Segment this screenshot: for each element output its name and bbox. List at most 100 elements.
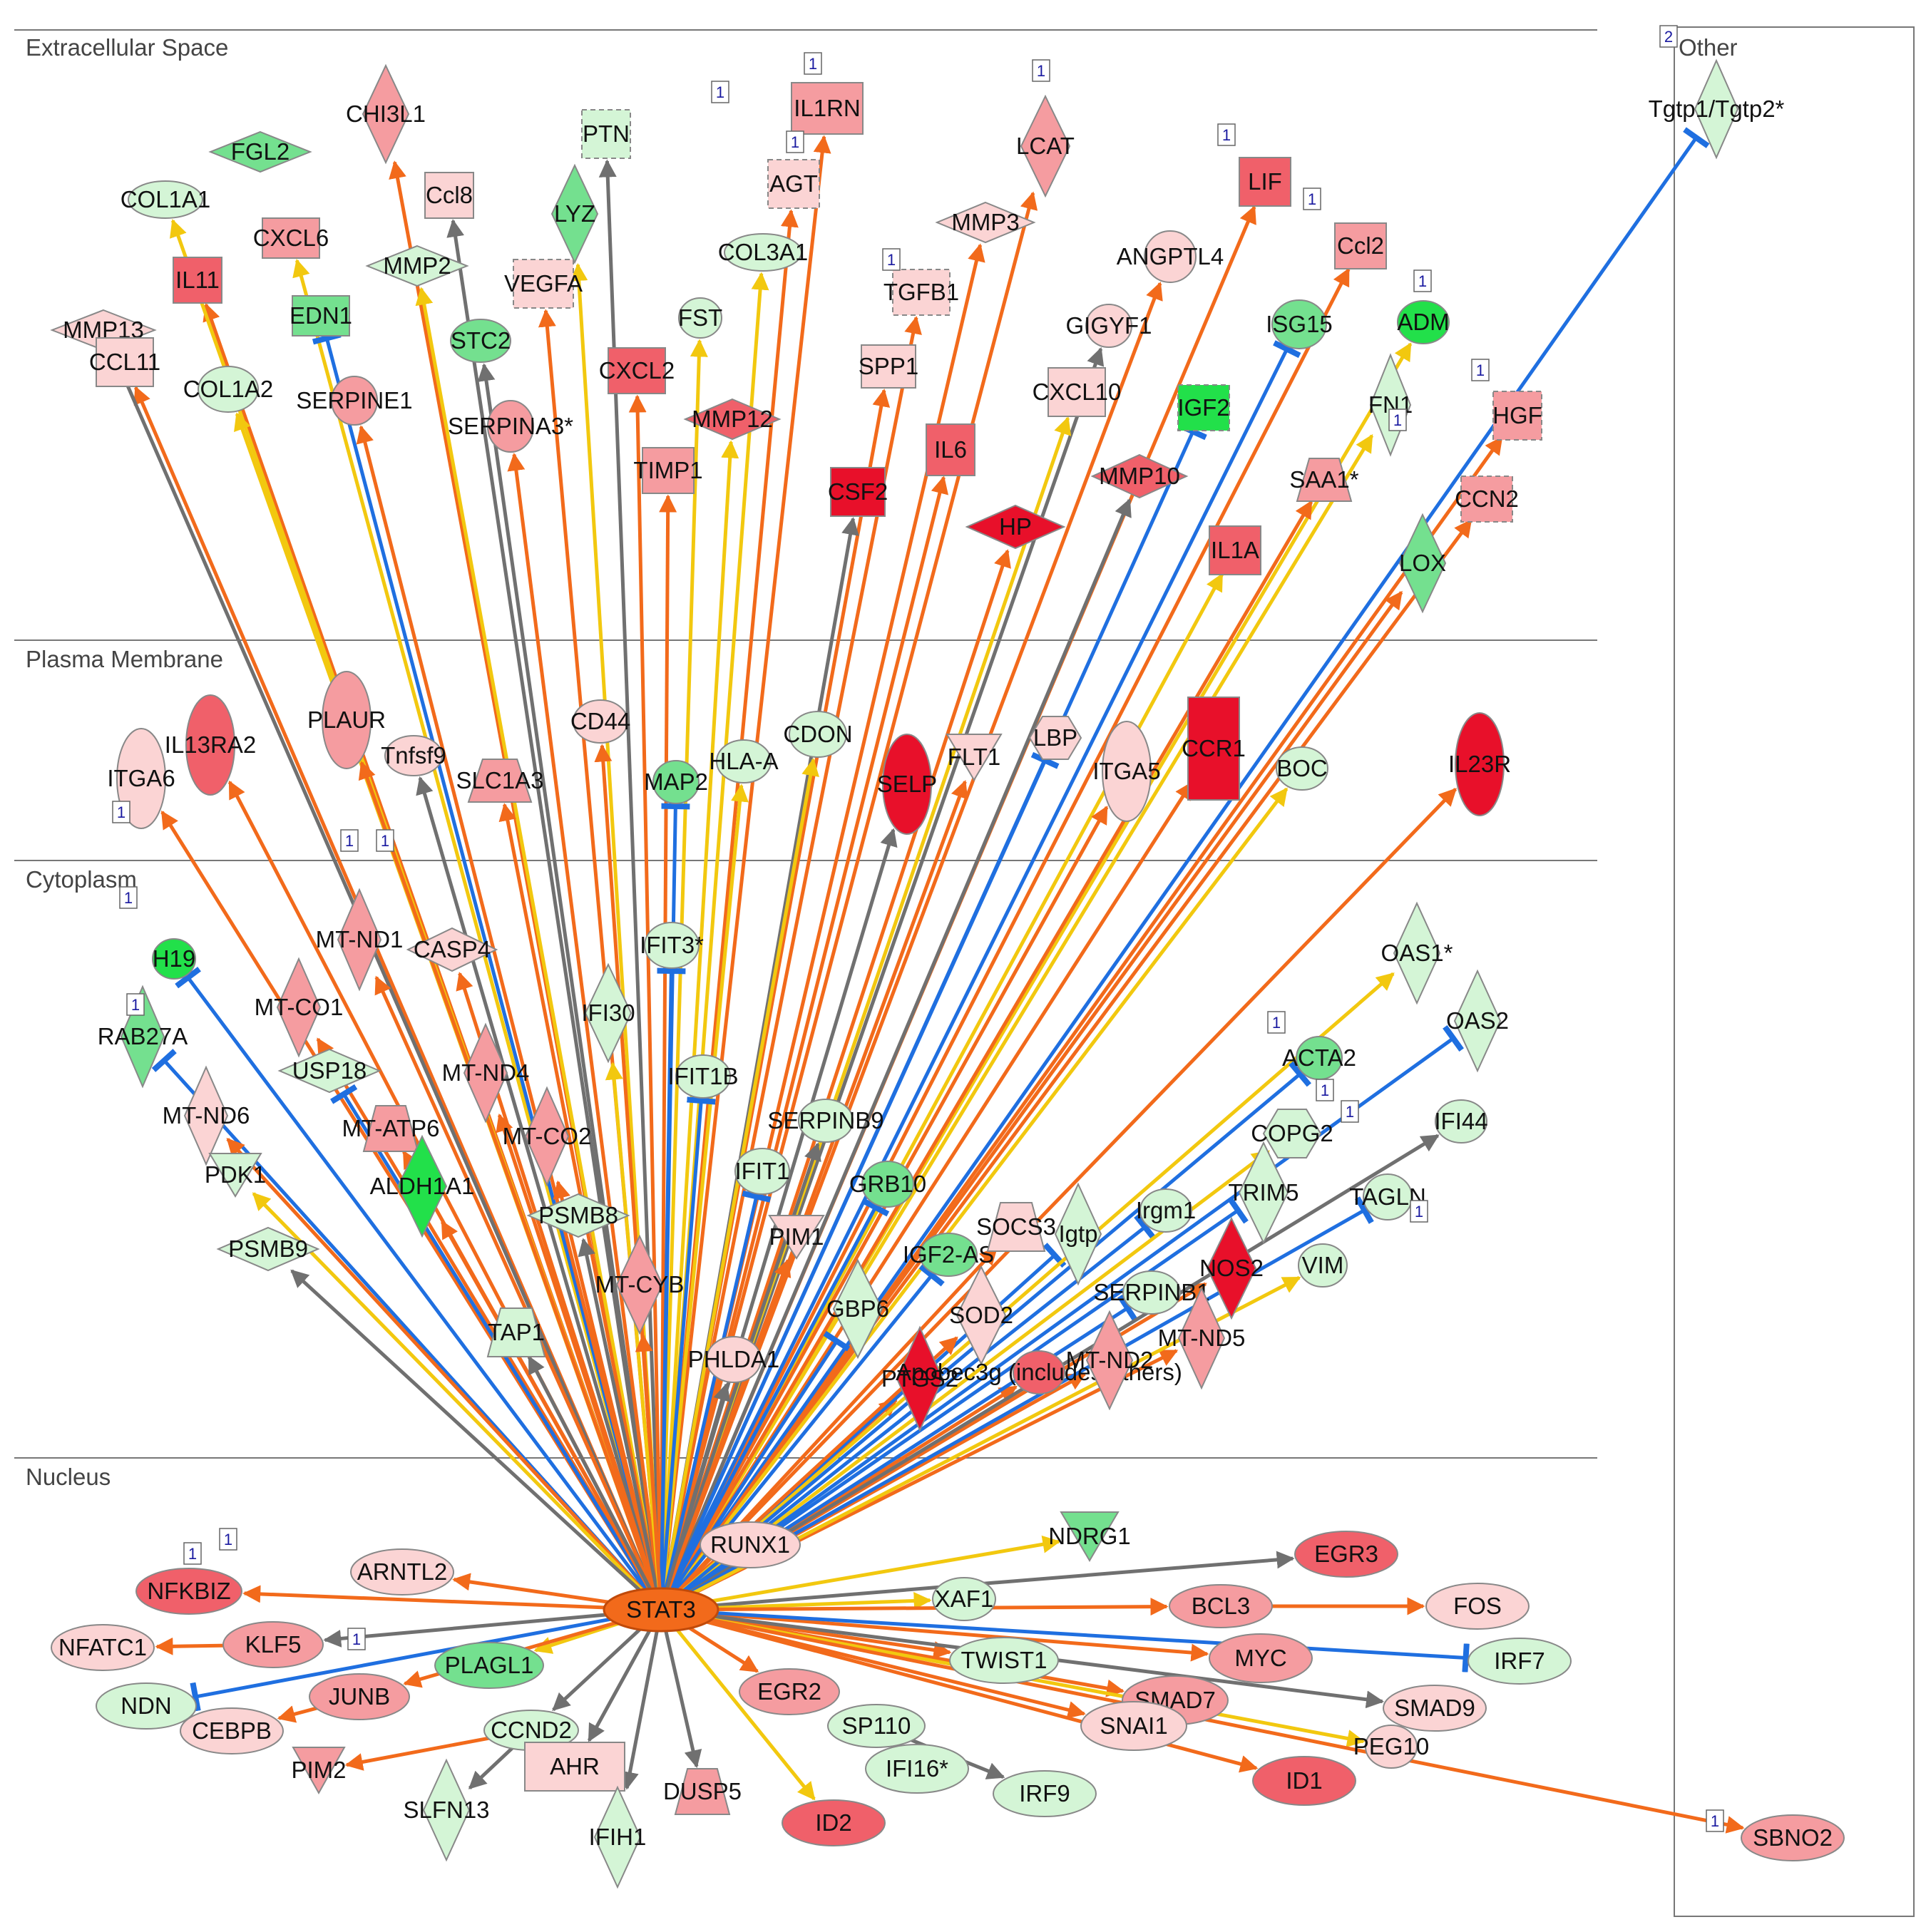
node-tnfsf9[interactable]: Tnfsf9 — [381, 735, 446, 776]
node-adm[interactable]: ADM — [1397, 300, 1450, 344]
node-stc2[interactable]: STC2 — [450, 319, 511, 363]
node-slc1a3[interactable]: SLC1A3 — [456, 759, 544, 803]
node-il6[interactable]: IL6 — [926, 423, 975, 476]
node-cxcl6[interactable]: CXCL6 — [253, 217, 329, 259]
node-fn1[interactable]: FN1 — [1368, 353, 1413, 457]
node-snai1[interactable]: SNAI1 — [1080, 1701, 1187, 1751]
node-gigyf1[interactable]: GIGYF1 — [1065, 304, 1152, 348]
node-agt[interactable]: AGT — [767, 159, 820, 209]
node-ifih1[interactable]: IFIH1 — [589, 1785, 647, 1889]
node-ccr1[interactable]: CCR1 — [1182, 697, 1246, 801]
node-boc[interactable]: BOC — [1276, 746, 1328, 791]
node-myc[interactable]: MYC — [1209, 1633, 1313, 1683]
node-igf2-as[interactable]: IGF2-AS — [903, 1233, 994, 1277]
node-chi3l1[interactable]: CHI3L1 — [346, 63, 426, 165]
node-tgtp[interactable]: Tgtp1/Tgtp2* — [1649, 58, 1785, 160]
node-col3a1[interactable]: COL3A1 — [718, 233, 809, 272]
node-hp[interactable]: HP — [965, 504, 1066, 550]
node-klf5[interactable]: KLF5 — [222, 1621, 324, 1668]
node-ccl11[interactable]: CCL11 — [89, 337, 160, 387]
node-twist1[interactable]: TWIST1 — [949, 1637, 1059, 1684]
node-map2[interactable]: MAP2 — [644, 760, 708, 804]
node-acta2[interactable]: ACTA2 — [1282, 1036, 1356, 1080]
node-psmb9[interactable]: PSMB9 — [216, 1226, 320, 1272]
node-il1rn[interactable]: IL1RN — [791, 82, 864, 135]
node-fst[interactable]: FST — [678, 297, 722, 339]
node-cebpb[interactable]: CEBPB — [180, 1707, 284, 1754]
node-ifi44[interactable]: IFI44 — [1434, 1099, 1488, 1144]
node-lyz[interactable]: LYZ — [550, 163, 599, 264]
node-il1a[interactable]: IL1A — [1209, 525, 1261, 575]
node-lbp[interactable]: LBP — [1028, 716, 1082, 760]
node-mmp2[interactable]: MMP2 — [365, 245, 469, 287]
node-lcat[interactable]: LCAT — [1016, 94, 1075, 198]
node-mt-nd1[interactable]: MT-ND1 — [316, 888, 404, 992]
node-pdk1[interactable]: PDK1 — [205, 1153, 266, 1198]
node-il23r[interactable]: IL23R — [1448, 712, 1511, 816]
node-mmp10[interactable]: MMP10 — [1090, 453, 1189, 499]
node-mmp12[interactable]: MMP12 — [683, 398, 782, 441]
node-igf2[interactable]: IGF2 — [1177, 384, 1230, 431]
node-mt-cyb[interactable]: MT-CYB — [595, 1234, 685, 1335]
node-egr2[interactable]: EGR2 — [739, 1668, 840, 1715]
node-psmb8[interactable]: PSMB8 — [526, 1193, 630, 1238]
node-tgfb1[interactable]: TGFB1 — [883, 269, 959, 316]
node-serpinb9[interactable]: SERPINB9 — [767, 1099, 884, 1143]
node-edn1[interactable]: EDN1 — [290, 295, 352, 336]
node-col1a2[interactable]: COL1A2 — [183, 366, 274, 413]
node-serpine1[interactable]: SERPINE1 — [296, 376, 413, 426]
node-oas1[interactable]: OAS1* — [1381, 901, 1453, 1005]
node-apobec3g[interactable]: Apobec3g (includes others) — [896, 1350, 1182, 1394]
node-slfn13[interactable]: SLFN13 — [403, 1758, 490, 1862]
node-cd44[interactable]: CD44 — [570, 699, 630, 744]
node-ccn2[interactable]: CCN2 — [1455, 476, 1519, 523]
node-sp110[interactable]: SP110 — [827, 1704, 926, 1748]
node-irgm1[interactable]: Irgm1 — [1136, 1188, 1196, 1233]
node-cxcl10[interactable]: CXCL10 — [1033, 367, 1122, 417]
node-ifit1[interactable]: IFIT1 — [734, 1148, 790, 1195]
node-ifi16[interactable]: IFI16* — [865, 1744, 969, 1794]
node-ahr[interactable]: AHR — [524, 1742, 625, 1792]
node-dusp5[interactable]: DUSP5 — [663, 1768, 742, 1815]
node-nos2[interactable]: NOS2 — [1199, 1216, 1264, 1320]
node-mt-co1[interactable]: MT-CO1 — [255, 957, 344, 1058]
node-phlda1[interactable]: PHLDA1 — [688, 1336, 779, 1383]
node-mt-nd2[interactable]: MT-ND2 — [1066, 1310, 1154, 1411]
node-nfatc1[interactable]: NFATC1 — [51, 1624, 155, 1671]
node-grb10[interactable]: GRB10 — [849, 1161, 926, 1208]
node-hla-a[interactable]: HLA-A — [709, 739, 779, 783]
node-xaf1[interactable]: XAF1 — [932, 1577, 996, 1621]
node-il13ra2[interactable]: IL13RA2 — [165, 694, 256, 796]
node-junb[interactable]: JUNB — [309, 1673, 410, 1720]
node-gbp6[interactable]: GBP6 — [826, 1258, 889, 1360]
node-mt-nd6[interactable]: MT-ND6 — [163, 1065, 250, 1166]
node-ifi30[interactable]: IFI30 — [581, 962, 635, 1064]
node-egr3[interactable]: EGR3 — [1294, 1531, 1398, 1578]
node-ifit1b[interactable]: IFIT1B — [667, 1054, 739, 1099]
node-smad9[interactable]: SMAD9 — [1383, 1685, 1487, 1732]
node-fgl2[interactable]: FGL2 — [208, 130, 312, 173]
node-pim1[interactable]: PIM1 — [768, 1215, 825, 1260]
node-col1a1[interactable]: COL1A1 — [121, 180, 211, 219]
node-oas2[interactable]: OAS2 — [1446, 969, 1509, 1073]
node-cxcl2[interactable]: CXCL2 — [599, 347, 675, 394]
node-il11[interactable]: IL11 — [173, 257, 222, 304]
node-isg15[interactable]: ISG15 — [1266, 299, 1333, 349]
node-angptl4[interactable]: ANGPTL4 — [1117, 230, 1224, 283]
node-ccl2[interactable]: Ccl2 — [1334, 222, 1387, 269]
node-hgf[interactable]: HGF — [1492, 391, 1542, 441]
node-ndrg1[interactable]: NDRG1 — [1048, 1511, 1131, 1562]
node-tagln[interactable]: TAGLN — [1349, 1173, 1426, 1221]
node-bcl3[interactable]: BCL3 — [1169, 1584, 1273, 1628]
node-selp[interactable]: SELP — [877, 734, 937, 835]
node-id2[interactable]: ID2 — [782, 1799, 886, 1846]
node-fos[interactable]: FOS — [1425, 1583, 1530, 1630]
node-id1[interactable]: ID1 — [1252, 1756, 1356, 1806]
node-peg10[interactable]: PEG10 — [1353, 1725, 1429, 1769]
node-casp4[interactable]: CASP4 — [406, 927, 498, 972]
node-irf9[interactable]: IRF9 — [993, 1770, 1097, 1817]
node-stat3-hub[interactable]: STAT3 — [603, 1587, 719, 1633]
node-smad7[interactable]: SMAD7 — [1122, 1675, 1229, 1725]
node-cdon[interactable]: CDON — [783, 711, 853, 758]
node-sod2[interactable]: SOD2 — [949, 1265, 1013, 1366]
